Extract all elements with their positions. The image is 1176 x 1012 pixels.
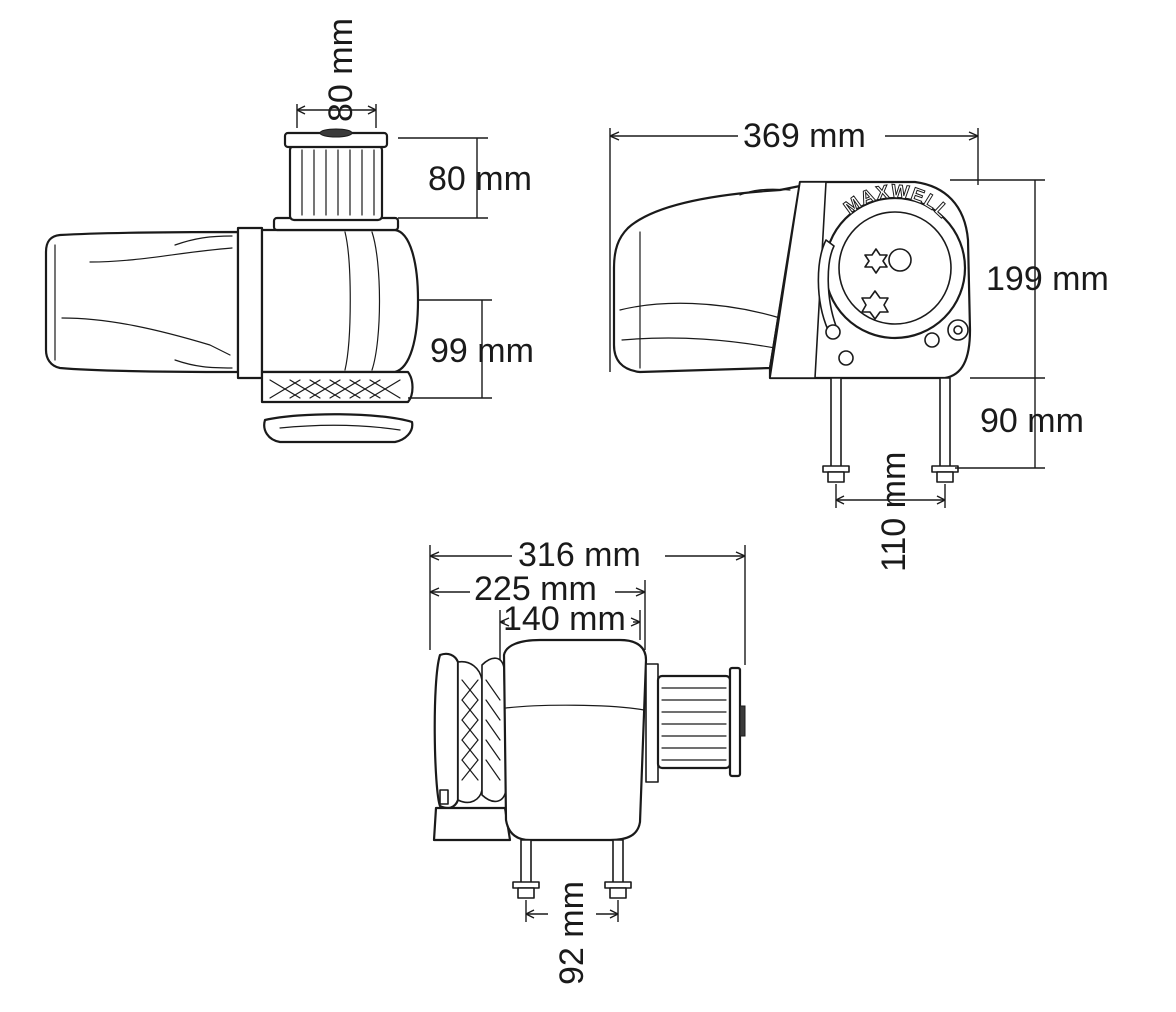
dim-label-front-stud-spacing: 92 mm xyxy=(553,881,591,985)
front-view: 316 mm 225 mm 140 mm 92 mm xyxy=(429,536,746,985)
dim-overall-length: 369 mm xyxy=(609,117,979,372)
dim-label-height: 199 mm xyxy=(986,260,1109,298)
dim-label-width-to-gearbox: 225 mm xyxy=(474,570,597,608)
side-stud-left xyxy=(830,377,842,469)
dim-label-stud-length: 90 mm xyxy=(980,402,1084,440)
dim-label-capstan-diameter: 80 mm xyxy=(322,18,360,122)
dim-height: 199 mm xyxy=(950,179,1109,379)
dim-width-to-gearbox: 225 mm xyxy=(429,570,646,650)
capstan-drum xyxy=(288,144,384,222)
dim-below-deck: 99 mm xyxy=(408,299,534,399)
dim-gearbox-width: 140 mm xyxy=(499,600,641,660)
dim-stud-length: 90 mm xyxy=(955,378,1084,469)
dim-stud-spacing: 110 mm xyxy=(835,452,946,572)
motor-flange xyxy=(236,226,264,380)
motor-housing xyxy=(44,230,240,374)
star-knob-lower xyxy=(861,290,889,320)
side-view: MAXWELL 369 mm 199 mm xyxy=(609,117,1109,572)
star-knob-upper xyxy=(864,248,888,274)
dim-label-stud-spacing: 110 mm xyxy=(875,452,913,572)
front-stud-left xyxy=(520,839,532,885)
front-capstan-cap xyxy=(728,666,742,778)
gearbox-body xyxy=(260,228,420,374)
dim-label-capstan-height: 80 mm xyxy=(428,160,532,198)
side-divider-band xyxy=(769,181,827,379)
dim-front-stud-spacing: 92 mm xyxy=(525,881,619,985)
front-gypsy-disc xyxy=(433,652,460,810)
top-view: 80 mm 80 mm 99 mm xyxy=(44,18,534,444)
dim-overall-width: 316 mm xyxy=(429,536,746,665)
dim-label-gearbox-width: 140 mm xyxy=(503,600,626,638)
dim-label-overall-length: 369 mm xyxy=(743,117,866,155)
gypsy-lower-disc xyxy=(263,413,414,444)
front-capstan-drum xyxy=(656,674,732,770)
gypsy xyxy=(260,370,414,404)
dim-capstan-height: 80 mm xyxy=(398,137,532,219)
front-capstan-base xyxy=(645,663,659,783)
dim-capstan-diameter: 80 mm xyxy=(296,18,377,128)
side-rear-housing xyxy=(612,184,802,374)
front-stud-right xyxy=(612,839,624,885)
front-main-body xyxy=(502,638,648,842)
dim-label-below-deck: 99 mm xyxy=(430,332,534,370)
front-base-bracket xyxy=(432,806,512,842)
side-stud-right xyxy=(939,377,951,469)
dim-label-overall-width: 316 mm xyxy=(518,536,641,574)
